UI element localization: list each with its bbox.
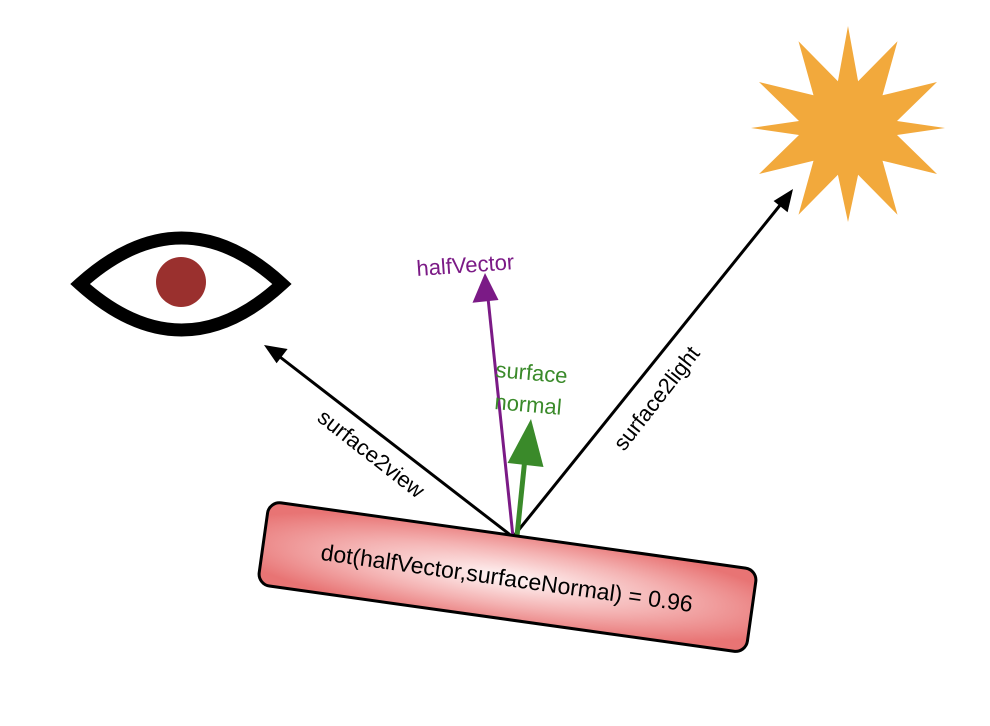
surface-normal-label-line2: normal <box>494 389 563 420</box>
surface-normal-arrow <box>507 419 544 537</box>
surface2view-arrow <box>264 345 514 539</box>
surface-normal-label-line1: surface <box>495 357 569 388</box>
half-vector-label: halfVector <box>416 249 515 281</box>
sun-icon <box>751 26 945 222</box>
eye-icon <box>70 231 292 337</box>
surface-box: dot(halfVector,surfaceNormal) = 0.96 <box>257 501 758 653</box>
surface2view-label: surface2view <box>313 404 430 503</box>
surface2light-arrow <box>511 189 793 538</box>
half-vector-arrow <box>472 273 515 538</box>
eye-pupil <box>156 257 206 307</box>
